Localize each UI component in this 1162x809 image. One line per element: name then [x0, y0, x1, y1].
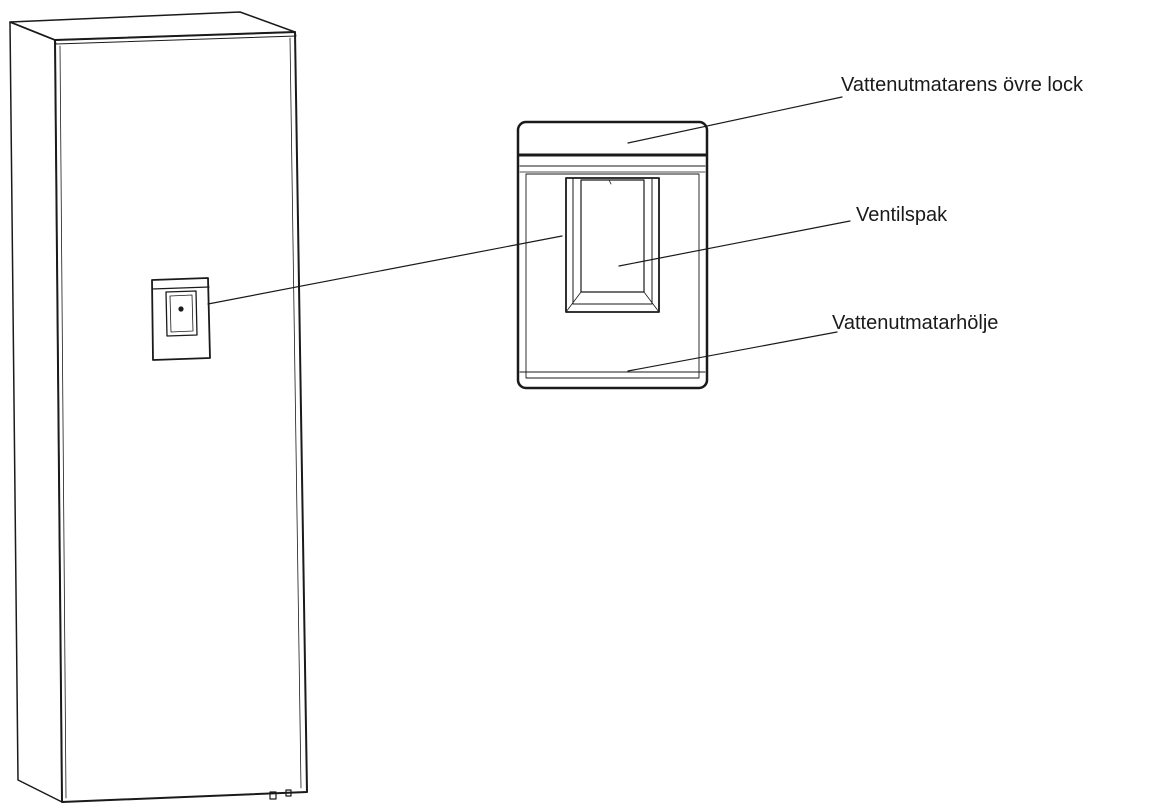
zoom-leader-line — [207, 235, 563, 305]
dispenser-on-door — [151, 277, 211, 361]
dispenser-housing-outline — [516, 120, 709, 390]
dispenser-leader-dot — [178, 306, 184, 312]
fridge-foot — [269, 791, 277, 800]
small-dispenser-lever — [165, 290, 198, 337]
dispenser-inner-recess — [525, 173, 700, 379]
fridge-foot — [285, 789, 292, 797]
dispenser-housing-leader-line — [627, 331, 838, 372]
valve-lever-inner — [580, 179, 645, 293]
top-lid-leader-line — [627, 96, 843, 144]
dispenser-housing-label: Vattenutmatarhölje — [832, 312, 999, 334]
fridge-front-door — [54, 31, 308, 803]
valve-lever-label: Ventilspak — [856, 204, 948, 226]
dispenser-enlarged — [516, 120, 709, 390]
refrigerator-cabinet — [9, 11, 308, 803]
valve-lever-leader-line — [618, 220, 851, 267]
top-lid-label: Vattenutmatarens övre lock — [841, 74, 1083, 96]
small-dispenser-housing — [151, 277, 211, 361]
fridge-side-face — [9, 21, 63, 803]
